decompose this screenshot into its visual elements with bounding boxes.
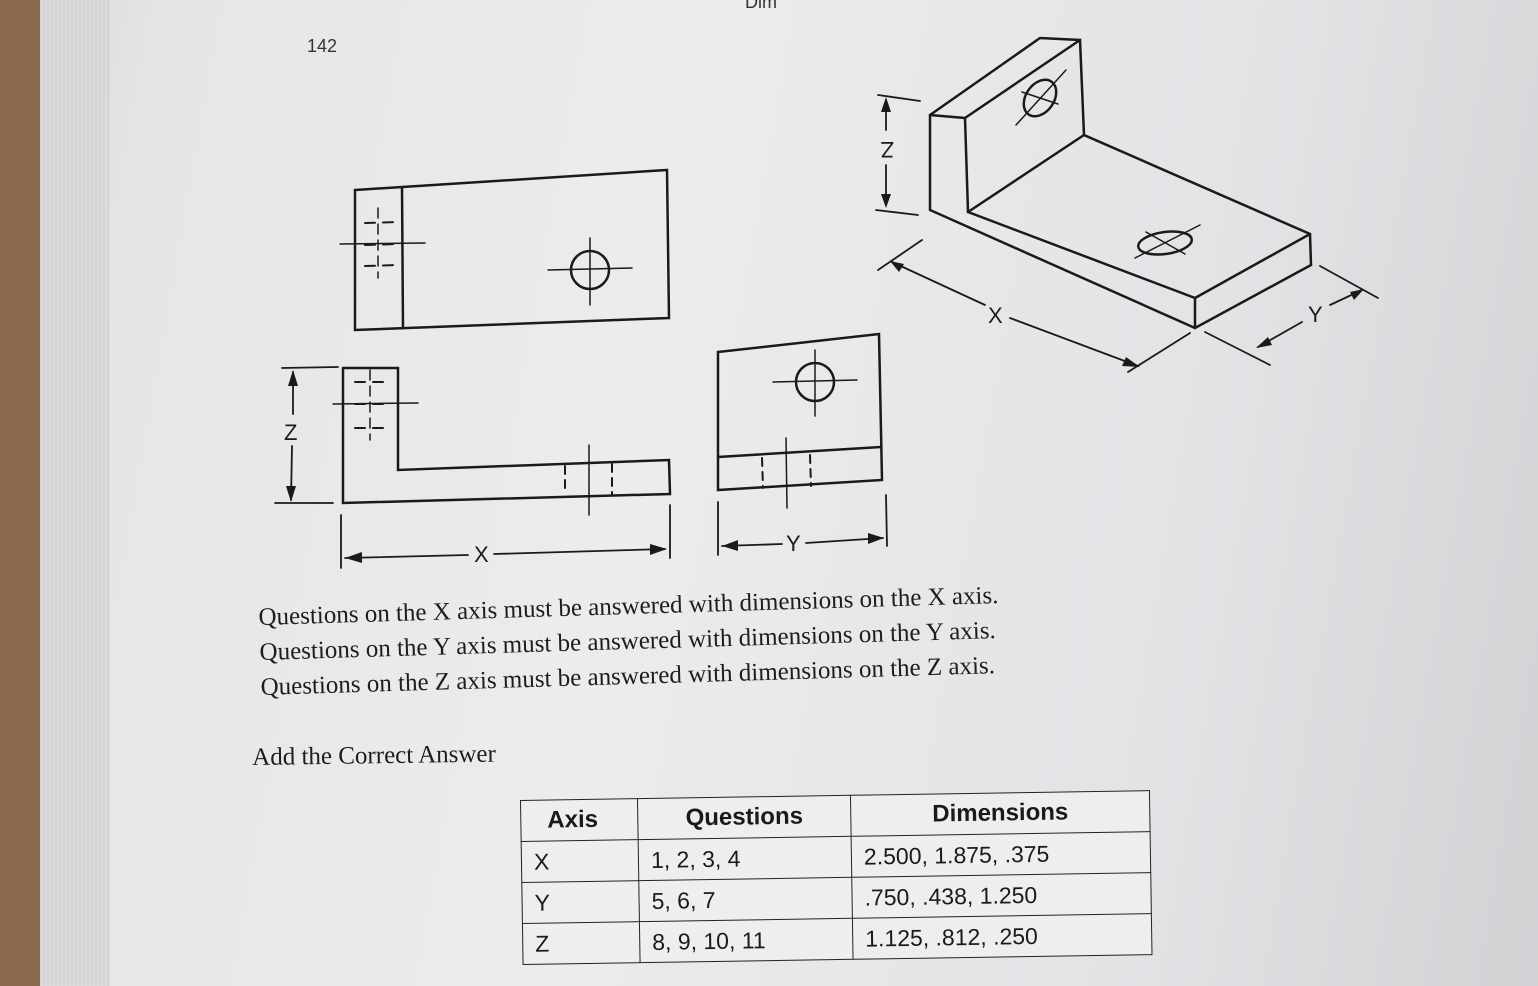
- top-view: [339, 168, 671, 332]
- isometric-view: [928, 36, 1313, 330]
- front-z-dimension: [274, 366, 339, 504]
- header-fragment: Dim: [745, 0, 777, 12]
- side-view: [716, 332, 884, 509]
- row-dimensions: .750, .438, 1.250: [851, 872, 1152, 919]
- iso-z-dimension: [875, 94, 921, 216]
- row-dimensions: 2.500, 1.875, .375: [851, 831, 1151, 878]
- iso-x-dimension: [877, 239, 1191, 373]
- row-questions: 8, 9, 10, 11: [639, 918, 854, 963]
- row-axis: X: [521, 839, 639, 883]
- page-number: 142: [307, 36, 338, 56]
- iso-y-dimension: [1204, 265, 1379, 366]
- header-dimensions: Dimensions: [850, 790, 1151, 837]
- row-dimensions: 1.125, .812, .250: [852, 913, 1153, 960]
- front-x-dimension: [340, 504, 671, 569]
- side-y-label: Y: [786, 531, 801, 556]
- row-questions: 5, 6, 7: [638, 877, 853, 922]
- side-y-dimension: [717, 494, 888, 556]
- row-axis: Y: [521, 880, 640, 924]
- page-stack-edge: [40, 0, 110, 986]
- answer-table: Axis Questions Dimensions X 1, 2, 3, 4 2…: [520, 790, 1153, 965]
- answer-prompt: Add the Correct Answer: [252, 740, 497, 771]
- front-z-label: Z: [284, 420, 297, 445]
- iso-y-label: Y: [1308, 302, 1323, 327]
- iso-z-label: Z: [881, 137, 894, 162]
- row-questions: 1, 2, 3, 4: [638, 836, 852, 881]
- header-questions: Questions: [637, 795, 852, 840]
- header-axis: Axis: [520, 798, 639, 842]
- row-axis: Z: [522, 921, 641, 965]
- front-x-label: X: [474, 542, 489, 567]
- front-view: [332, 366, 672, 516]
- iso-x-label: X: [988, 303, 1003, 328]
